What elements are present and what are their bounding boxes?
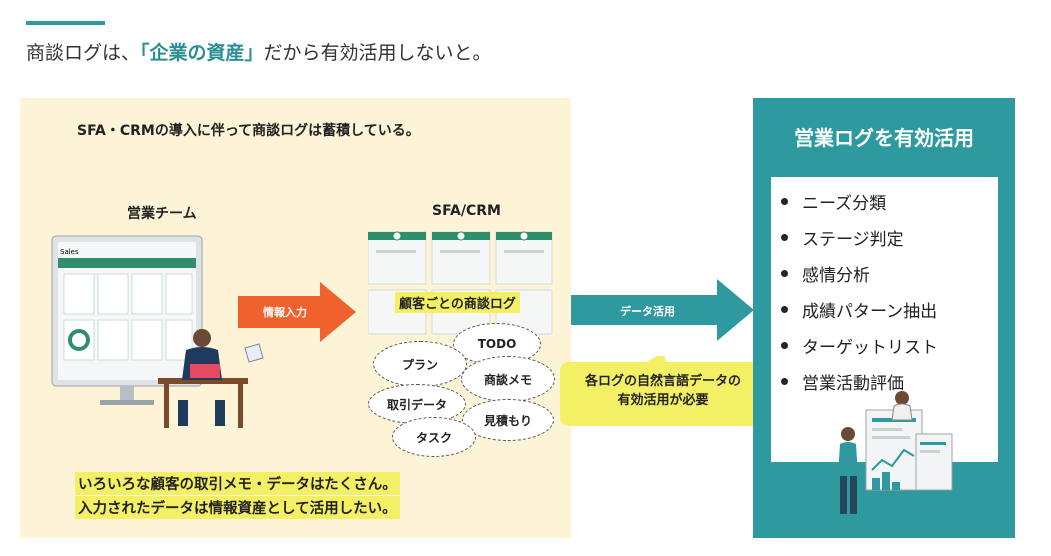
callout-text: 各ログの自然言語データの有効活用が必要 (560, 372, 766, 410)
customer-log-label: 顧客ごとの商談ログ (395, 292, 520, 313)
headline-prefix: 商談ログは、 (26, 42, 141, 64)
headline: 商談ログは、「企業の資産」だから有効活用しないと。 (26, 38, 492, 65)
input-arrow (238, 282, 356, 342)
bullet-icon (781, 341, 788, 349)
bottom-text-line2: 入力されたデータは情報資産として活用したい。 (75, 496, 400, 519)
headline-suffix: だから有効活用しないと。 (263, 42, 492, 64)
callout-bubble (560, 356, 766, 426)
callout-line1: 各ログの自然言語データの (584, 374, 741, 389)
bullet-icon (781, 269, 788, 277)
sales-team-illustration: Sales (51, 235, 264, 428)
bubble-task: タスク (392, 417, 476, 457)
data-utilization-label: データ活用 (620, 305, 675, 318)
callout-line2: 有効活用が必要 (617, 393, 709, 408)
list-item: 感情分析 (781, 255, 938, 291)
sfa-crm-illustration (368, 231, 553, 335)
list-item: 成績パターン抽出 (781, 291, 938, 327)
bubble-plan: プラン (373, 341, 467, 387)
bullet-icon (781, 233, 788, 241)
bubble-quote: 見積もり (462, 399, 554, 441)
list-item: ニーズ分類 (781, 183, 938, 219)
monitor-app-label: Sales (60, 248, 79, 256)
bullet-icon (781, 197, 788, 205)
right-panel-title: 営業ログを有効活用 (794, 126, 974, 150)
sfa-crm-label: SFA/CRM (432, 203, 501, 219)
list-item: 営業活動評価 (781, 363, 938, 399)
bullet-icon (781, 377, 788, 385)
data-utilization-arrow (571, 279, 754, 341)
headline-highlight: 「企業の資産」 (140, 42, 264, 64)
bullet-icon (781, 305, 788, 313)
list-item: ステージ判定 (781, 219, 938, 255)
list-item: ターゲットリスト (781, 327, 938, 363)
analysts-illustration (838, 391, 953, 514)
sales-team-label: 営業チーム (127, 206, 197, 222)
bubble-deal-data: 取引データ (368, 384, 466, 424)
left-panel-title: SFA・CRMの導入に伴って商談ログは蓄積している。 (77, 123, 420, 139)
bottom-text-line1: いろいろな顧客の取引メモ・データはたくさん。 (75, 472, 400, 495)
input-arrow-label: 情報入力 (263, 306, 307, 319)
accent-bar (26, 21, 105, 25)
bubble-memo: 商談メモ (461, 356, 555, 402)
utilization-list: ニーズ分類 ステージ判定 感情分析 成績パターン抽出 ターゲットリスト 営業活動… (781, 183, 938, 399)
